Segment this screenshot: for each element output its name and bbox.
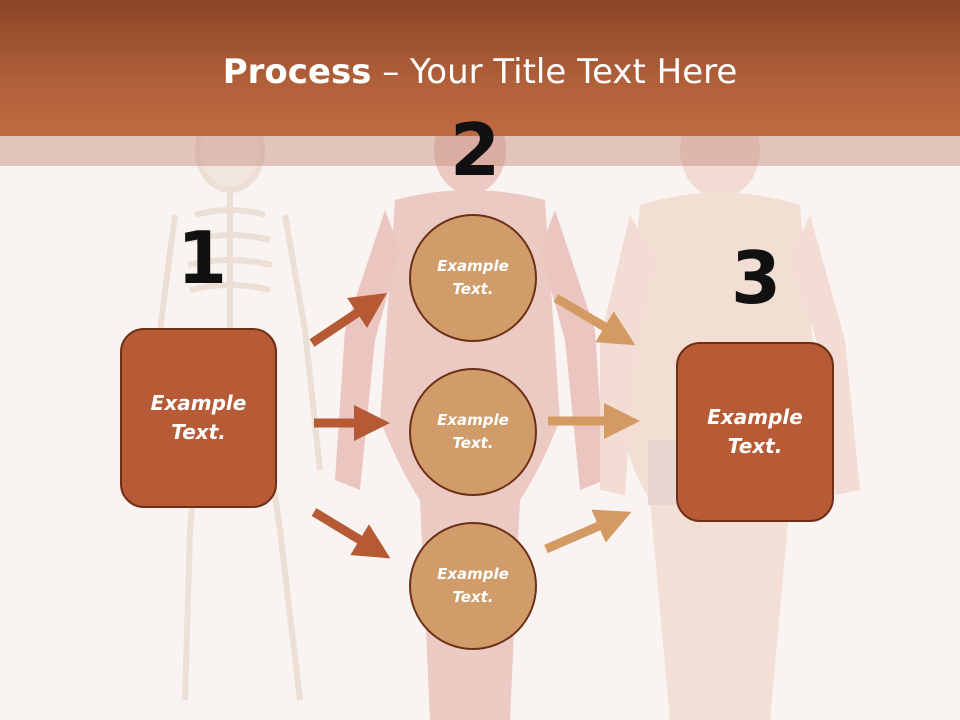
slide-title[interactable]: Process – Your Title Text Here xyxy=(0,52,960,92)
right-box-line2: Text. xyxy=(727,434,783,458)
arrow-right-top xyxy=(553,294,636,346)
title-bar xyxy=(0,0,960,136)
title-bar-band xyxy=(0,136,960,166)
arrow-left-bottom xyxy=(311,508,391,559)
arrow-right-bottom xyxy=(544,509,632,554)
step-number-2: 2 xyxy=(450,108,501,192)
step-number-1: 1 xyxy=(177,216,228,300)
left-box-line2: Text. xyxy=(171,420,226,444)
left-box-line1: Example xyxy=(150,391,247,415)
circle-top-line1: Example xyxy=(437,257,509,275)
step-number-3: 3 xyxy=(731,236,782,320)
title-rest: – Your Title Text Here xyxy=(371,52,738,92)
right-box-line1: Example xyxy=(707,405,803,429)
circle-top-line2: Text. xyxy=(452,280,494,298)
title-bold: Process xyxy=(222,52,372,92)
arrow-left-top xyxy=(309,293,387,347)
circle-bottom-line2: Text. xyxy=(452,588,494,606)
circle-middle-line2: Text. xyxy=(452,434,494,452)
circle-middle-line1: Example xyxy=(437,411,509,429)
circle-bottom-line1: Example xyxy=(437,565,509,583)
